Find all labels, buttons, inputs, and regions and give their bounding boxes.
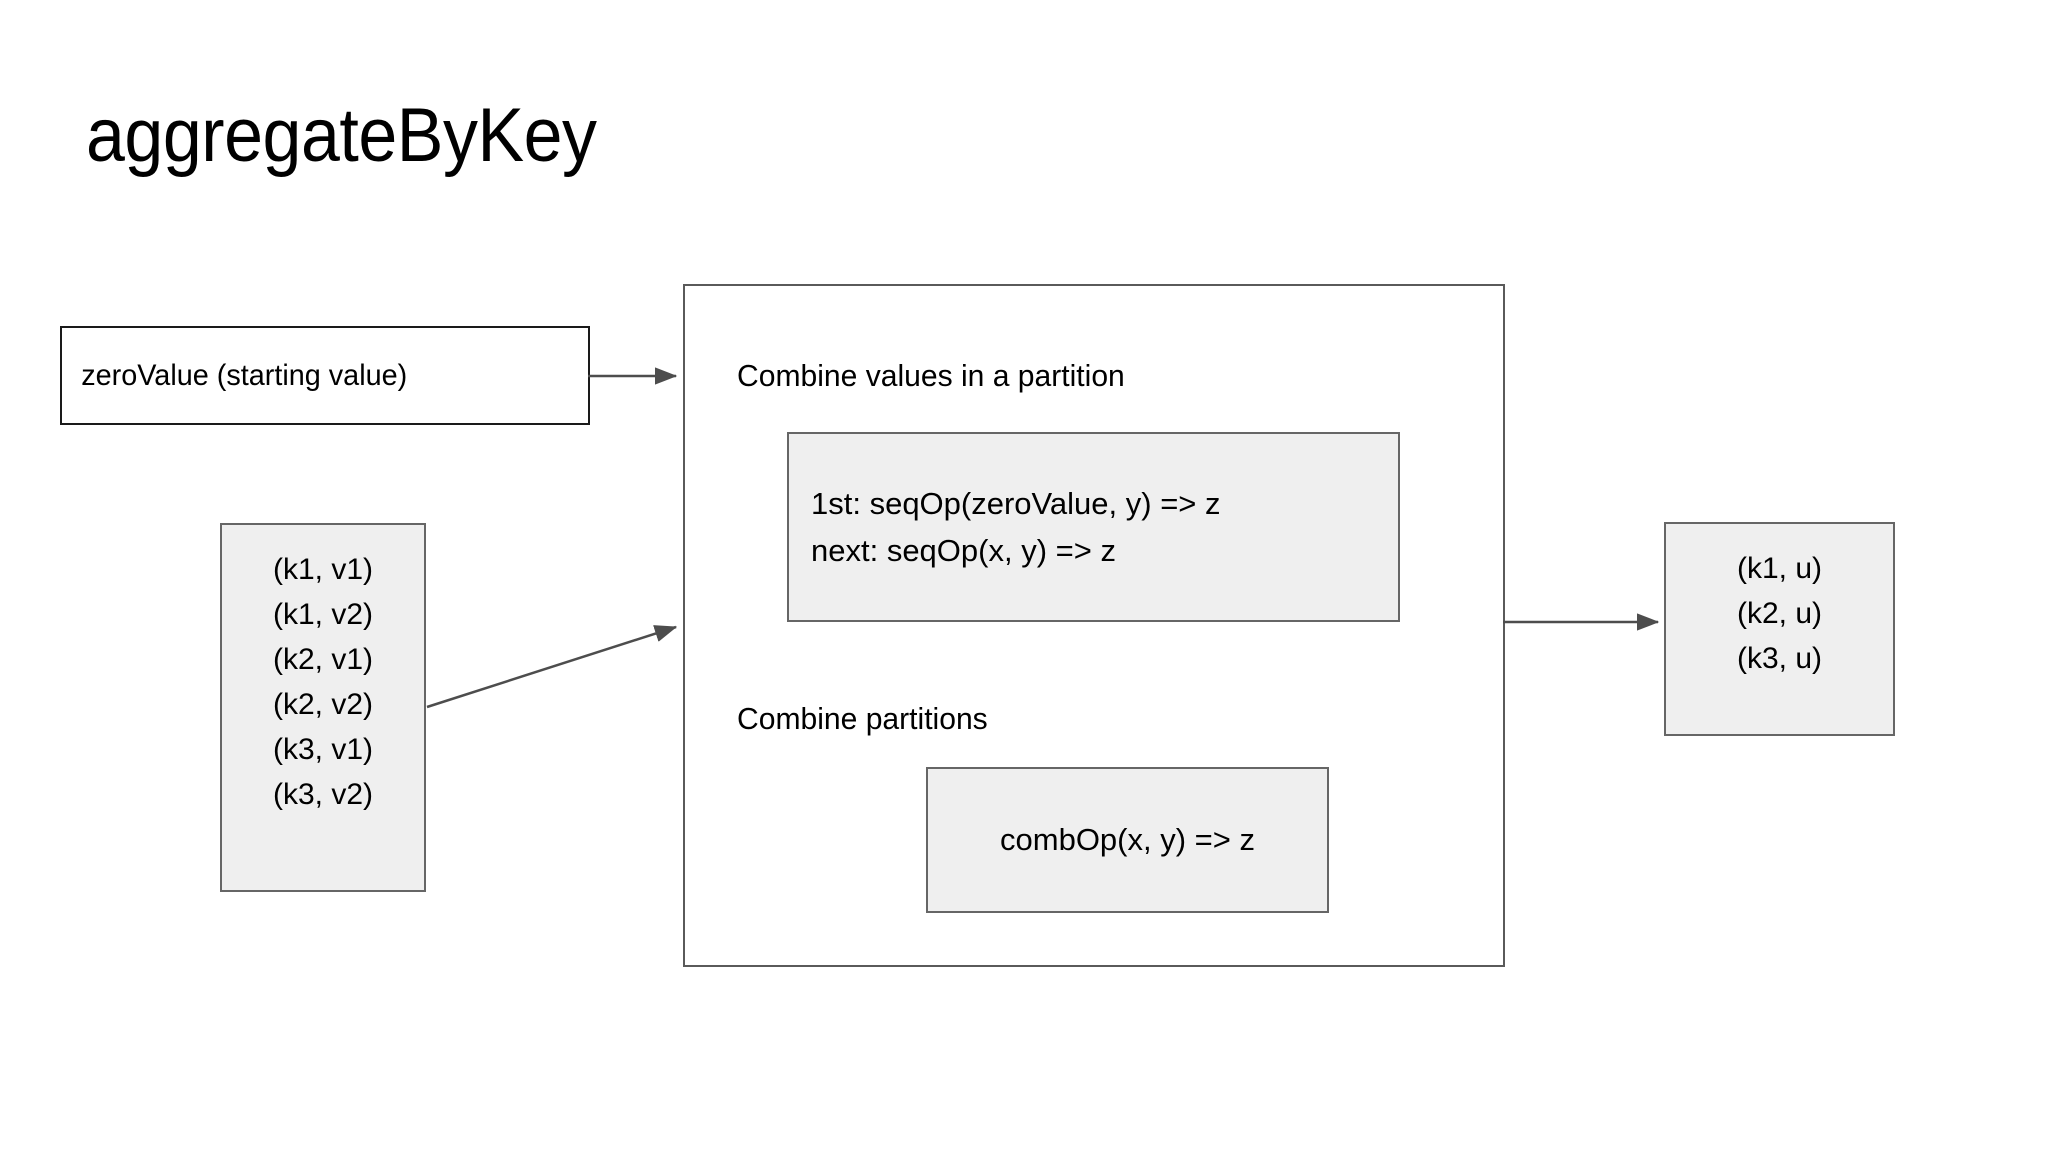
- input-to-operation-arrow: [426, 625, 678, 709]
- output-pairs-list: (k1, u) (k2, u) (k3, u): [1737, 546, 1822, 681]
- input-pair-item: (k3, v1): [272, 733, 374, 766]
- page-title: aggregateByKey: [86, 93, 597, 178]
- input-pair-item: (k2, v2): [272, 688, 374, 721]
- seq-op-box: 1st: seqOp(zeroValue, y) => z next: seqO…: [787, 432, 1400, 622]
- zero-value-box: zeroValue (starting value): [60, 326, 590, 425]
- combine-values-section-label: Combine values in a partition: [737, 358, 1125, 393]
- output-pairs-box: (k1, u) (k2, u) (k3, u): [1664, 522, 1895, 736]
- seq-op-line-next: next: seqOp(x, y) => z: [811, 533, 1116, 568]
- output-pair-item: (k2, u): [1736, 597, 1823, 630]
- input-pairs-list: (k1, v1) (k1, v2) (k2, v1) (k2, v2) (k3,…: [273, 547, 373, 817]
- output-pair-item: (k1, u): [1736, 552, 1823, 585]
- input-pairs-box: (k1, v1) (k1, v2) (k2, v1) (k2, v2) (k3,…: [220, 523, 426, 892]
- zero-value-label: zeroValue (starting value): [81, 358, 408, 392]
- input-pair-item: (k3, v2): [272, 778, 374, 811]
- output-pair-item: (k3, u): [1736, 642, 1823, 675]
- operation-container: Combine values in a partition 1st: seqOp…: [683, 284, 1505, 967]
- combine-partitions-section-label: Combine partitions: [737, 701, 988, 736]
- comb-op-label: combOp(x, y) => z: [1000, 822, 1255, 857]
- input-pair-item: (k1, v1): [272, 553, 374, 586]
- comb-op-box: combOp(x, y) => z: [926, 767, 1329, 913]
- input-pair-item: (k2, v1): [272, 643, 374, 676]
- input-pair-item: (k1, v2): [272, 598, 374, 631]
- seq-op-line-first: 1st: seqOp(zeroValue, y) => z: [811, 486, 1221, 521]
- seq-op-lines: 1st: seqOp(zeroValue, y) => z next: seqO…: [789, 480, 1221, 574]
